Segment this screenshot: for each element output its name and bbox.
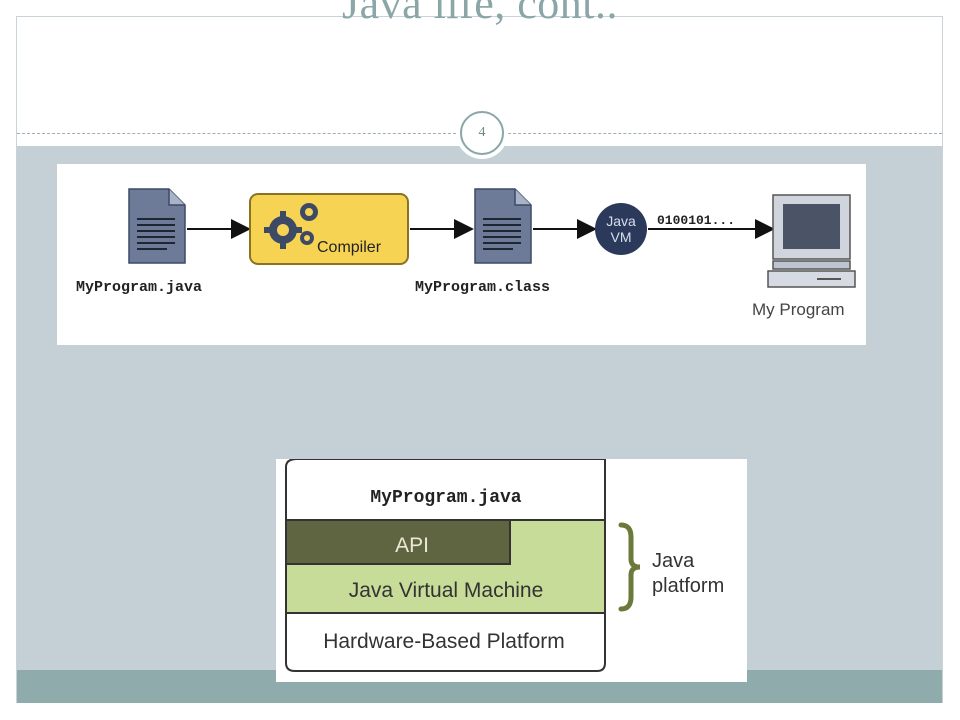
source-file-label: MyProgram.java (76, 279, 202, 296)
jvm-label-line2: VM (611, 229, 632, 245)
platform-brace (618, 522, 641, 612)
binary-output-label: 0100101... (657, 213, 735, 228)
source-file-icon (128, 188, 186, 264)
compile-flow-diagram: MyProgram.java Compiler (57, 164, 866, 345)
class-file-label: MyProgram.class (415, 279, 550, 296)
computer-icon (767, 194, 856, 288)
platform-label-line2: platform (652, 575, 724, 597)
slide-title: Java life, cont.. (341, 0, 619, 28)
class-file-icon (474, 188, 532, 264)
java-platform-diagram: MyProgram.java Java Virtual Machine API … (276, 459, 747, 682)
hardware-layer: Hardware-Based Platform (323, 630, 565, 653)
jvm-layer-label: Java Virtual Machine (349, 579, 544, 602)
output-label: My Program (752, 300, 845, 319)
program-layer-label: MyProgram.java (370, 488, 521, 508)
hardware-layer-label: Hardware-Based Platform (323, 630, 565, 653)
api-layer: API (285, 519, 511, 565)
api-layer-label: API (395, 534, 429, 557)
program-layer: MyProgram.java (370, 488, 521, 508)
platform-label-line1: Java (652, 550, 695, 572)
jvm-circle: Java VM (595, 203, 647, 255)
compiler-box: Compiler (249, 193, 409, 265)
compiler-label: Compiler (317, 239, 382, 256)
gears-icon (264, 203, 318, 249)
page-number-badge: 4 (456, 107, 508, 159)
jvm-label-line1: Java (606, 213, 636, 229)
page-number: 4 (460, 111, 504, 155)
